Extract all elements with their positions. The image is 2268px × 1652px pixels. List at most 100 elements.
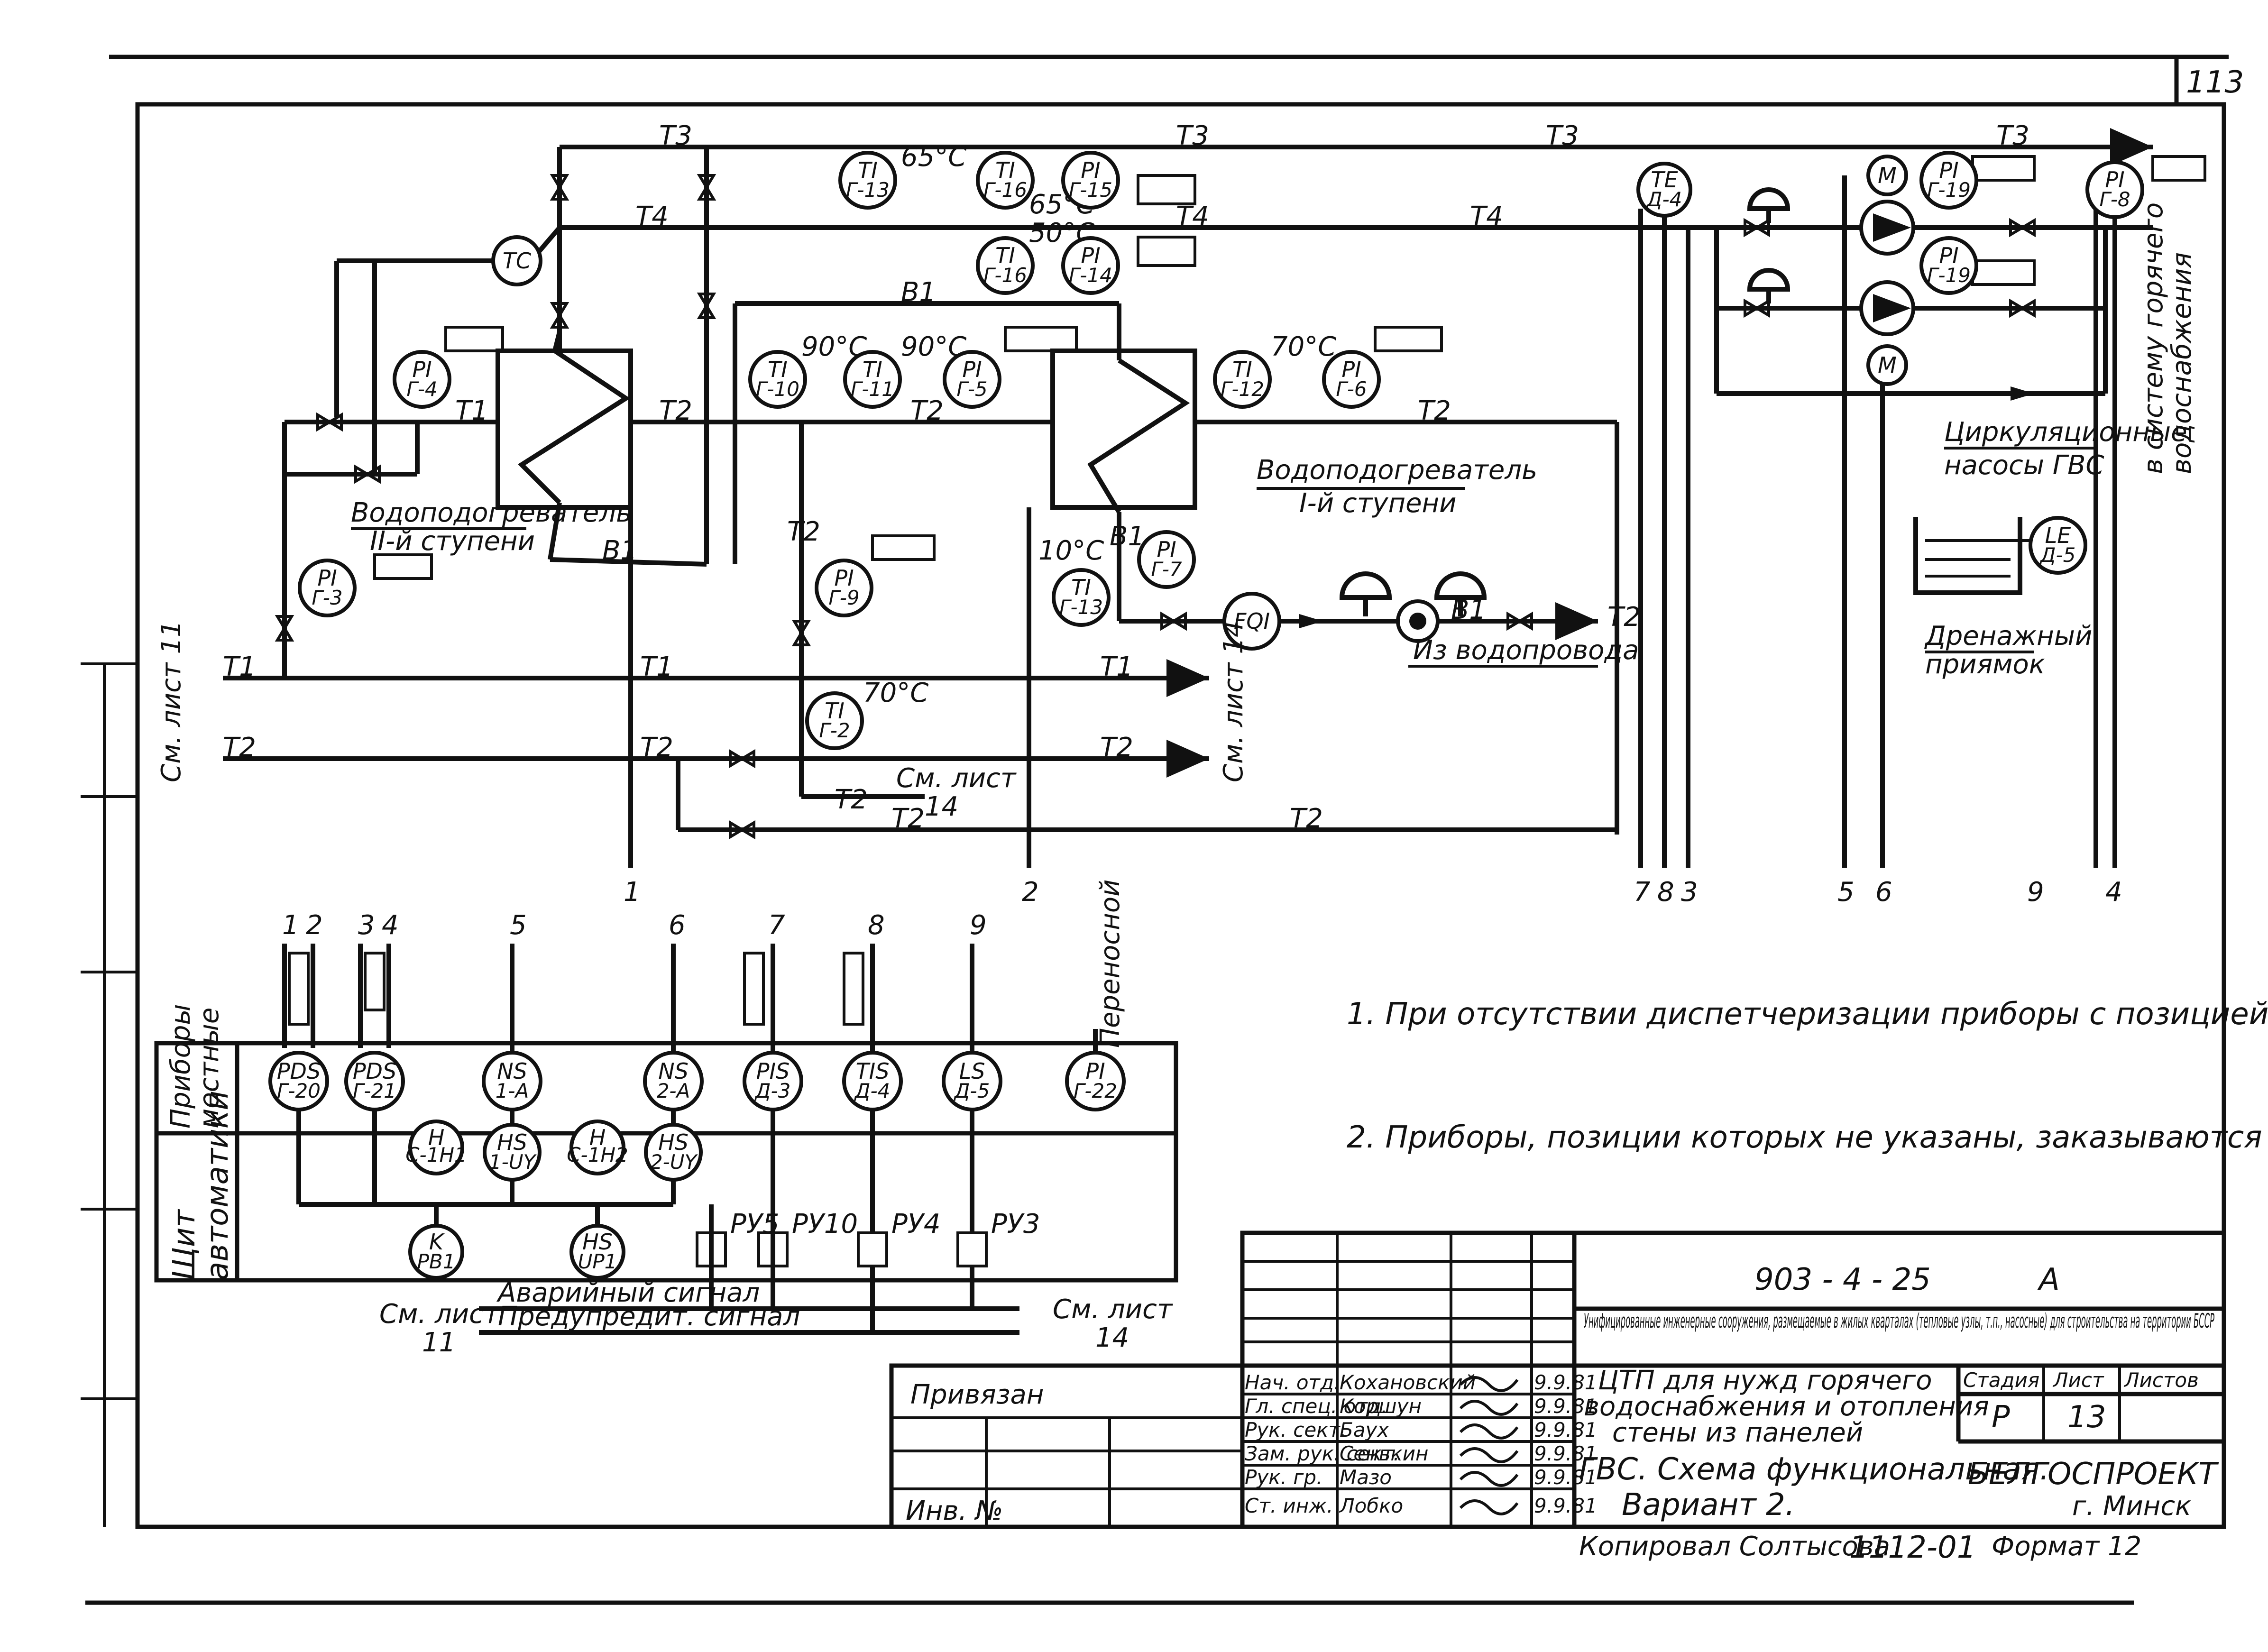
- svg-text:11: 11: [422, 1327, 456, 1358]
- pi-g4-bubble: PI Г-4: [393, 350, 451, 409]
- svg-text:9.9.81: 9.9.81: [1534, 1494, 1598, 1517]
- svg-text:г. Минск: г. Минск: [2072, 1491, 2191, 1522]
- svg-text:Г-22: Г-22: [1074, 1079, 1117, 1102]
- h-bubble: H С-1Н2: [567, 1120, 628, 1175]
- line-labels: Т3 Т3 Т3 Т3 Т4 Т4 Т4 Т1 Т2 Т2 Т2 В1 В1 В…: [223, 120, 2029, 834]
- svg-text:9: 9: [970, 910, 987, 941]
- title-block: Привязан Инв. № 903 - 4 - 25 A Унифициро…: [889, 1230, 2226, 1565]
- actuator-icon: [1434, 571, 1487, 616]
- svg-text:2. Приборы, позиции которых не: 2. Приборы, позиции которых не указаны, …: [1347, 1120, 2268, 1155]
- svg-text:Г-8: Г-8: [2099, 188, 2130, 211]
- ns-2a-bubble: NS 2-А: [643, 1051, 704, 1111]
- svg-text:Г-20: Г-20: [277, 1079, 321, 1102]
- svg-text:9.9.81: 9.9.81: [1534, 1466, 1598, 1489]
- line-label-b1: В1: [1110, 521, 1145, 552]
- placeholder-boxes: [373, 155, 2206, 580]
- svg-text:PI: PI: [317, 565, 337, 591]
- pds-g21-bubble: PDS Г-21: [344, 1051, 405, 1111]
- svg-text:PI: PI: [1081, 157, 1100, 183]
- svg-text:Копировал Солтысова: Копировал Солтысова: [1579, 1531, 1890, 1562]
- svg-text:Г-19: Г-19: [1927, 178, 1971, 202]
- svg-text:Приборы: Приборы: [165, 1004, 196, 1129]
- svg-text:ЦТП для нужд горячего: ЦТП для нужд горячего: [1598, 1365, 1932, 1396]
- svg-text:H: H: [428, 1125, 445, 1150]
- svg-text:70°С: 70°С: [1271, 331, 1336, 362]
- svg-text:Г-14: Г-14: [1069, 264, 1112, 287]
- line-label-t2: Т2: [910, 395, 944, 426]
- svg-text:приямок: приямок: [1925, 649, 2045, 680]
- svg-text:Дренажный: Дренажный: [1924, 621, 2092, 652]
- svg-text:Г-9: Г-9: [828, 586, 859, 609]
- svg-text:TI: TI: [995, 157, 1015, 183]
- svg-text:4: 4: [382, 910, 399, 941]
- svg-text:Г-6: Г-6: [1336, 377, 1367, 401]
- motor-bubble: M: [1866, 344, 1908, 386]
- svg-text:4: 4: [2105, 877, 2122, 908]
- drain-pit-icon: [1913, 517, 2022, 595]
- svg-text:Сенькин: Сенькин: [1340, 1442, 1429, 1465]
- svg-text:БЕЛГОСПРОЕКТ: БЕЛГОСПРОЕКТ: [1968, 1457, 2219, 1492]
- ti-g2-bubble: TI Г-2: [805, 691, 864, 750]
- svg-text:2: 2: [306, 910, 323, 941]
- svg-text:I-й ступени: I-й ступени: [1299, 488, 1457, 519]
- page-number: 113: [2186, 65, 2244, 100]
- svg-text:PDS: PDS: [277, 1058, 321, 1084]
- svg-text:1. При отсутствии диспетчериза: 1. При отсутствии диспетчеризации прибор…: [1347, 997, 2268, 1032]
- pi-g19a-bubble: PI Г-19: [1919, 151, 1978, 210]
- svg-text:PI: PI: [1341, 357, 1361, 382]
- pi-g14-bubble: PI Г-14: [1061, 236, 1120, 295]
- svg-text:Г-15: Г-15: [1069, 178, 1112, 202]
- svg-text:Баух: Баух: [1340, 1418, 1389, 1441]
- line-label-t2: Т2: [1607, 602, 1641, 633]
- svg-text:K: K: [429, 1229, 445, 1255]
- svg-text:Г-2: Г-2: [819, 719, 850, 742]
- svg-text:PI: PI: [1085, 1058, 1105, 1084]
- svg-text:Кохановский: Кохановский: [1340, 1371, 1476, 1394]
- svg-text:автоматики: автоматики: [200, 1091, 235, 1280]
- k-pb1-bubble: K РВ1: [408, 1224, 464, 1280]
- svg-text:9: 9: [2027, 877, 2044, 908]
- svg-text:PI: PI: [2105, 167, 2124, 193]
- svg-text:PI: PI: [1939, 243, 1958, 268]
- svg-text:Щит: Щит: [167, 1209, 202, 1280]
- line-label-t4: Т4: [635, 201, 669, 232]
- line-label-t2: Т2: [659, 395, 692, 426]
- svg-text:M: M: [1878, 352, 1897, 378]
- svg-text:РУ4: РУ4: [891, 1209, 941, 1239]
- svg-text:PI: PI: [962, 357, 982, 382]
- svg-text:TIS: TIS: [856, 1058, 890, 1084]
- svg-text:Д-4: Д-4: [854, 1079, 891, 1102]
- line-label-t2: Т2: [640, 732, 673, 763]
- motor-bubble: M: [1866, 155, 1908, 196]
- svg-text:местные: местные: [194, 1008, 225, 1129]
- actuator-icon: [1747, 268, 1791, 303]
- line-numbers: 1 2 7 8 3 5 6 9 4: [624, 877, 2122, 908]
- svg-text:ТС: ТС: [503, 248, 531, 274]
- svg-text:Г-7: Г-7: [1151, 558, 1182, 581]
- svg-text:Ст. инж.: Ст. инж.: [1245, 1494, 1333, 1517]
- pi-g19b-bubble: PI Г-19: [1919, 236, 1978, 295]
- svg-text:14: 14: [1095, 1322, 1129, 1353]
- svg-text:TE: TE: [1651, 167, 1678, 193]
- valves: [275, 174, 2036, 840]
- svg-text:Зам. рук. сект.: Зам. рук. сект.: [1245, 1442, 1400, 1465]
- svg-text:РУ3: РУ3: [991, 1209, 1040, 1239]
- process-labels: Водоподогреватель II-й ступени Водоподог…: [156, 202, 2197, 822]
- svg-text:стены из панелей: стены из панелей: [1612, 1417, 1863, 1448]
- signature-icons: [1459, 1376, 1519, 1515]
- svg-text:Д-4: Д-4: [1646, 188, 1682, 211]
- svg-text:3: 3: [358, 910, 375, 941]
- line-label-t3: Т3: [659, 120, 692, 151]
- svg-text:PI: PI: [412, 357, 432, 382]
- svg-text:Г-13: Г-13: [1059, 596, 1103, 619]
- svg-text:См. лист: См. лист: [896, 763, 1017, 794]
- svg-text:См. лист: См. лист: [1053, 1294, 1173, 1325]
- svg-text:Р: Р: [1992, 1400, 2010, 1435]
- svg-text:13: 13: [2067, 1400, 2106, 1435]
- svg-text:9.9.81: 9.9.81: [1534, 1395, 1598, 1418]
- svg-text:Г-3: Г-3: [312, 586, 342, 609]
- svg-text:H: H: [589, 1125, 606, 1150]
- ns-1a-bubble: NS 1-А: [482, 1051, 542, 1111]
- line-label-t2: Т2: [787, 516, 820, 547]
